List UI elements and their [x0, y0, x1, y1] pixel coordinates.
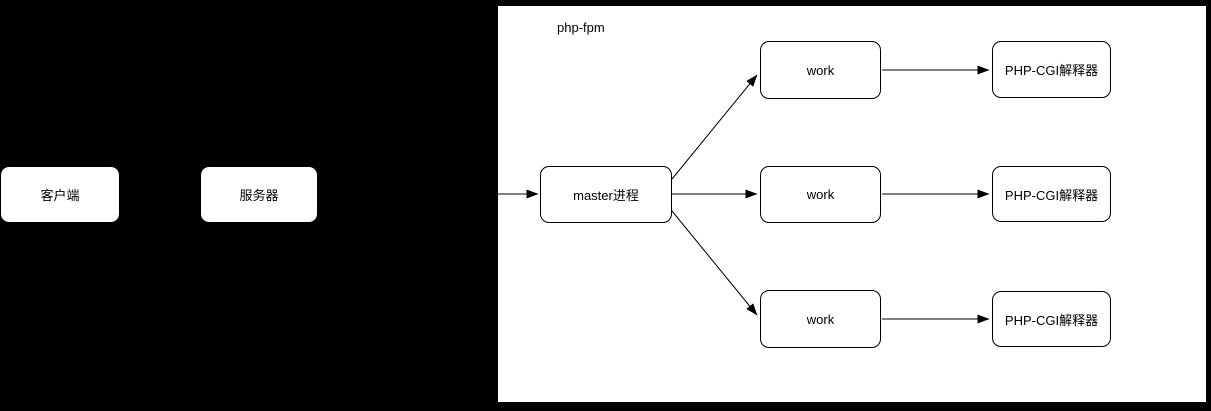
node-cgi-1: PHP-CGI解释器 — [992, 41, 1111, 98]
node-work-3: work — [760, 290, 881, 348]
node-client: 客户端 — [0, 166, 120, 223]
node-work-2: work — [760, 166, 881, 223]
node-server: 服务器 — [200, 166, 318, 223]
node-master: master进程 — [540, 166, 672, 223]
php-fpm-label: php-fpm — [557, 20, 605, 35]
node-work-1: work — [760, 41, 881, 99]
node-cgi-2: PHP-CGI解释器 — [992, 166, 1111, 222]
node-cgi-3: PHP-CGI解释器 — [992, 291, 1111, 347]
